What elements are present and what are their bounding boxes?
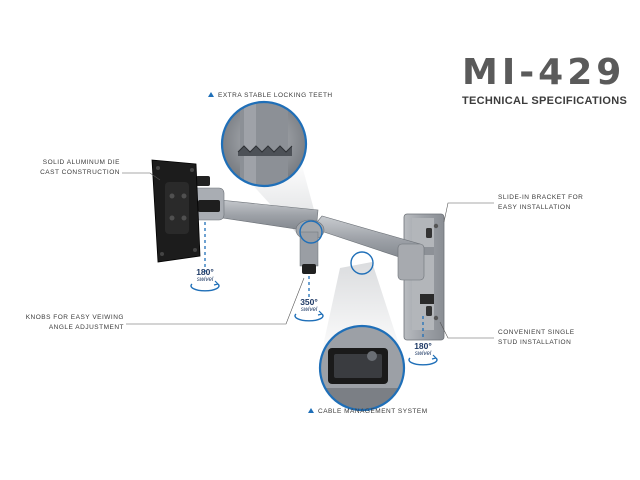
highlight-ring-cable: [350, 251, 374, 275]
zoom-cable-management: [318, 324, 406, 412]
callout-slide-line2: EASY INSTALLATION: [498, 204, 571, 211]
callout-knobs-line1: KNOBS FOR EASY VEIWING: [25, 314, 124, 321]
callout-aluminum-line2: CAST CONSTRUCTION: [40, 169, 120, 176]
leader-aluminum: [122, 172, 161, 181]
swivel-degrees-left: 180°: [196, 267, 214, 277]
swivel-badge-middle: 350° swivel: [294, 298, 324, 314]
highlight-ring-teeth: [299, 220, 323, 244]
mount-arm-inner: [195, 197, 325, 274]
tilt-head: [189, 176, 225, 221]
callout-stud-line1: CONVENIENT SINGLE: [498, 329, 575, 336]
swivel-indicator-right: [408, 316, 438, 366]
callout-knobs: KNOBS FOR EASY VEIWING ANGLE ADJUSTMENT: [20, 313, 124, 333]
callout-aluminum: SOLID ALUMINUM DIE CAST CONSTRUCTION: [30, 158, 120, 178]
swivel-degrees-right: 180°: [414, 341, 432, 351]
zoom-locking-teeth: [220, 100, 308, 188]
swivel-badge-right: 180° swivel: [408, 342, 438, 358]
leader-slide: [443, 202, 494, 223]
swivel-badge-left: 180° swivel: [190, 268, 220, 284]
swivel-indicator-left: [190, 222, 220, 292]
model-title: MI-429: [462, 52, 626, 93]
callout-stud: CONVENIENT SINGLE STUD INSTALLATION: [498, 328, 575, 348]
swivel-degrees-middle: 350°: [300, 297, 318, 307]
swivel-label-right: swivel: [414, 351, 432, 357]
leader-stud: [439, 321, 494, 339]
triangle-marker-icon: [208, 92, 214, 97]
callout-locking-teeth-text: EXTRA STABLE LOCKING TEETH: [218, 92, 333, 99]
spec-subtitle: TECHNICAL SPECIFICATIONS: [462, 95, 628, 107]
callout-aluminum-line1: SOLID ALUMINUM DIE: [42, 159, 120, 166]
swivel-label-left: swivel: [196, 277, 214, 283]
callout-slide-in: SLIDE-IN BRACKET FOR EASY INSTALLATION: [498, 193, 583, 213]
callout-cable: CABLE MANAGEMENT SYSTEM: [308, 407, 428, 417]
callout-locking-teeth: EXTRA STABLE LOCKING TEETH: [208, 91, 333, 101]
swivel-indicator-middle: [294, 276, 324, 322]
callout-stud-line2: STUD INSTALLATION: [498, 339, 572, 346]
callout-slide-line1: SLIDE-IN BRACKET FOR: [498, 194, 584, 201]
leader-lines: [122, 172, 494, 339]
mount-arm-outer: [311, 215, 425, 281]
triangle-marker-icon: [308, 408, 314, 413]
vesa-plate: [151, 159, 201, 263]
swivel-label-middle: swivel: [300, 307, 318, 313]
callout-cable-text: CABLE MANAGEMENT SYSTEM: [318, 408, 428, 415]
callout-knobs-line2: ANGLE ADJUSTMENT: [48, 324, 124, 331]
leader-knobs: [126, 277, 305, 325]
